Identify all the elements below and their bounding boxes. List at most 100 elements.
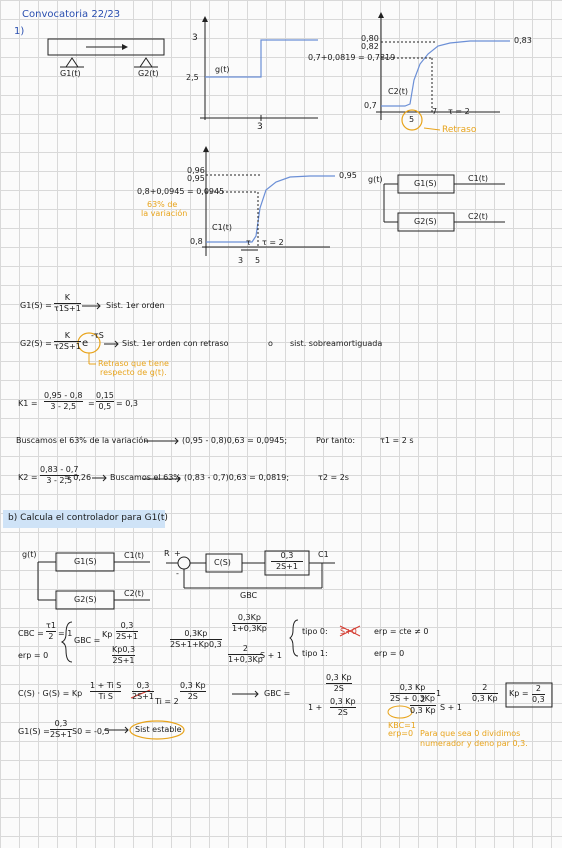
beam-rect — [47, 38, 165, 56]
feedback-loop — [166, 550, 335, 589]
c1-tau-tick: τ — [246, 238, 251, 247]
c2-signal: C2(t) — [388, 87, 409, 96]
g1-desc: Sist. 1er orden — [106, 301, 165, 310]
g2-exp-sup: -τS — [91, 331, 104, 340]
g2-desc2: sist. sobreamortiguada — [290, 339, 383, 348]
c2-final: 0,83 — [514, 36, 532, 45]
k2-lhs: K2 = — [18, 473, 38, 482]
c1-y-top1: 0,96 — [187, 166, 205, 175]
section-number: 1) — [14, 26, 25, 37]
block-diagram-1 — [383, 174, 505, 232]
bd1-input: g(t) — [368, 175, 383, 184]
g2-lhs: G2(S) = — [20, 339, 52, 348]
sensor1-triangle — [65, 57, 79, 68]
ctrl-big-den: 1 + — [308, 703, 323, 712]
delay-note: Retraso — [442, 125, 477, 135]
c1-x-tick1: 3 — [238, 256, 244, 265]
bd2-input: g(t) — [22, 550, 37, 559]
c2-tau-tick: 7 — [432, 107, 438, 116]
gbc-plus1: S + 1 — [260, 651, 282, 660]
stable-tag: Sist estable — [135, 725, 182, 734]
ctrl-note1: Para que sea 0 dividimos — [420, 729, 521, 738]
step-plot — [200, 16, 318, 121]
sensor2-label: G2(t) — [138, 69, 159, 78]
g2-note1: Retraso que tiene — [98, 359, 169, 368]
bd2-block1: G1(S) — [74, 557, 97, 566]
ctrl-lhs: C(S) · G(S) = Kp — [18, 689, 83, 698]
k2-expr: (0,83 - 0,7)0,63 = 0,0819; — [184, 473, 290, 482]
c1-final: 0,95 — [339, 171, 357, 180]
sensor2-triangle — [139, 57, 153, 68]
g2-desc: Sist. 1er orden con retraso — [122, 339, 229, 348]
ctrl-note2: numerador y deno par 0,3. — [420, 739, 528, 748]
step-x-tick: 3 — [257, 122, 263, 132]
c2-y-top1: 0,80 — [361, 34, 379, 43]
c2-plot — [376, 12, 510, 131]
cbc-eq: = 1 — [58, 629, 73, 638]
bd2-out2: C2(t) — [124, 589, 145, 598]
loop-plus: + — [174, 549, 181, 558]
c1-note2: la variación — [141, 209, 188, 218]
g2-note2: respecto de g(t). — [100, 368, 167, 377]
part-b-highlight — [3, 510, 165, 528]
loop-r: R — [164, 549, 170, 558]
delay-circle — [401, 109, 423, 131]
bd1-block2: G2(S) — [414, 217, 437, 226]
ctrl-gbc: GBC = — [264, 689, 291, 698]
cbc-erp: erp = 0 — [18, 651, 49, 660]
page-title: Convocatoria 22/23 — [22, 9, 121, 20]
ctrl-kbc: KBC=1 — [388, 721, 416, 730]
cbc-lhs: CBC = — [18, 629, 44, 638]
loop-out: C1 — [318, 550, 329, 559]
bd1-out2: C2(t) — [468, 212, 489, 221]
tipo0: tipo 0: — [302, 627, 328, 636]
c2-y-base: 0,7 — [364, 101, 377, 110]
loop-minus: - — [176, 569, 179, 578]
c1-y-top2: 0,95 — [187, 174, 205, 183]
search1-por: Por tanto: — [316, 436, 356, 445]
c2-tau: τ = 2 — [448, 107, 470, 116]
beam-arrowhead — [122, 44, 128, 50]
bd2-out1: C1(t) — [124, 551, 145, 560]
erp1: erp = 0 — [374, 649, 405, 658]
loop-controller: C(S) — [214, 558, 231, 567]
kp-box-lhs: Kp = — [509, 689, 529, 698]
c2-y-top2: 0,82 — [361, 42, 379, 51]
stable-ellipse — [129, 720, 185, 740]
sensor1-label: G1(t) — [60, 69, 81, 78]
step-y-low: 2,5 — [186, 73, 199, 82]
g1-lhs: G1(S) = — [20, 301, 52, 310]
step-signal: g(t) — [215, 65, 230, 74]
kp-box — [505, 682, 553, 708]
search1-text: Buscamos el 63% de la variación — [16, 436, 149, 445]
ctrl-ti: Ti = 2 — [155, 697, 179, 706]
c1-note1: 63% de — [147, 200, 178, 209]
part-b-title: b) Calcula el controlador para G1(t) — [8, 513, 168, 523]
tipo0-s: S+0 — [340, 627, 357, 636]
bd1-block1: G1(S) — [414, 179, 437, 188]
erp0: erp = cte ≠ 0 — [374, 627, 429, 636]
bd2-block2: G2(S) — [74, 595, 97, 604]
block-diagram-2 — [37, 552, 150, 610]
loop-gbc: GBC — [240, 591, 258, 600]
